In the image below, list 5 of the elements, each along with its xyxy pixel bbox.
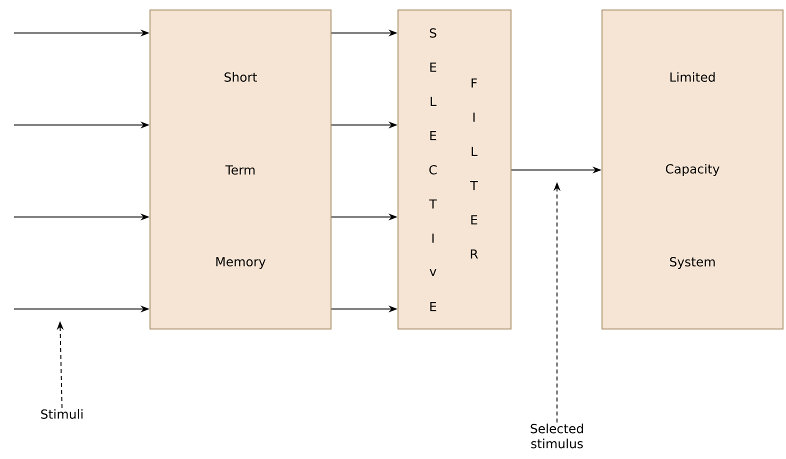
- stimulus-label: Selected stimulus: [530, 424, 583, 448]
- system-box: Limited Capacity System: [602, 10, 784, 330]
- stimuli-label: Stimuli: [41, 409, 83, 419]
- filter-box: S E L E C T I v E F I L T E R: [398, 10, 512, 330]
- memory-box: Short Term Memory: [150, 10, 332, 330]
